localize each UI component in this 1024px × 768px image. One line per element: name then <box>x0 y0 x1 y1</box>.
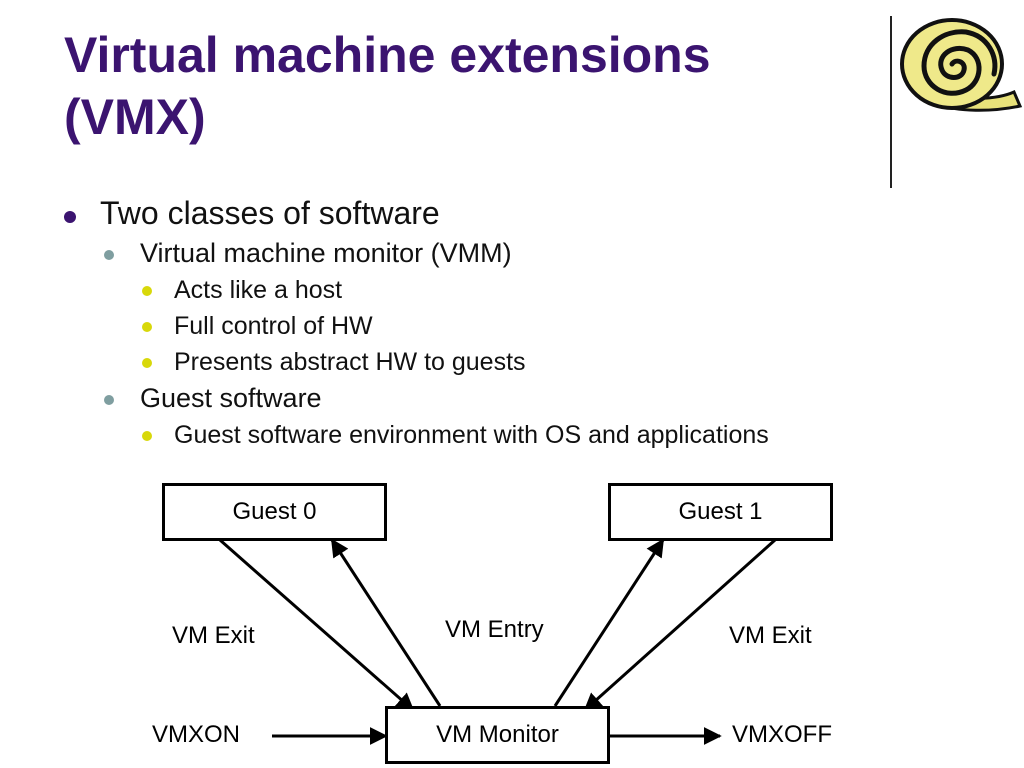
bullet-guest-software: Guest software <box>140 383 322 413</box>
bullet-presents-abstract-hw: Presents abstract HW to guests <box>174 348 526 376</box>
arrow-guest1-vm-exit <box>583 538 777 712</box>
bullet-dot-level1 <box>64 211 76 223</box>
arrow-guest0-vm-exit <box>219 538 415 712</box>
spiral-roll-icon <box>896 8 1024 120</box>
bullet-dot-level3 <box>142 358 152 368</box>
bullet-dot-level2 <box>104 395 114 405</box>
diagram-arrows <box>219 538 777 745</box>
label-vm-exit-right: VM Exit <box>729 622 812 649</box>
arrow-guest1-vm-entry <box>553 538 665 707</box>
slide-title: Virtual machine extensions (VMX) <box>64 27 711 145</box>
label-vmxoff: VMXOFF <box>732 721 832 748</box>
bullet-dot-level3 <box>142 322 152 332</box>
title-divider <box>890 16 892 188</box>
bullet-vmm: Virtual machine monitor (VMM) <box>140 238 512 268</box>
bullet-dot-level2 <box>104 250 114 260</box>
label-vm-exit-left: VM Exit <box>172 622 255 649</box>
label-vmxon: VMXON <box>152 721 241 748</box>
bullet-guest-environment: Guest software environment with OS and a… <box>174 421 769 449</box>
arrow-guest0-vm-entry <box>330 538 442 707</box>
label-vm-entry: VM Entry <box>445 616 544 643</box>
vmx-diagram: Guest 0 Guest 1 VM Monitor VM Exit VM En… <box>0 470 1024 768</box>
bullet-full-control: Full control of HW <box>174 312 373 340</box>
guest0-box: Guest 0 <box>162 483 387 541</box>
bullet-dot-level3 <box>142 286 152 296</box>
bullet-acts-like-host: Acts like a host <box>174 276 343 304</box>
bullet-dot-level3 <box>142 431 152 441</box>
bullet-two-classes: Two classes of software <box>100 195 440 231</box>
vm-monitor-box: VM Monitor <box>385 706 610 764</box>
guest1-box: Guest 1 <box>608 483 833 541</box>
